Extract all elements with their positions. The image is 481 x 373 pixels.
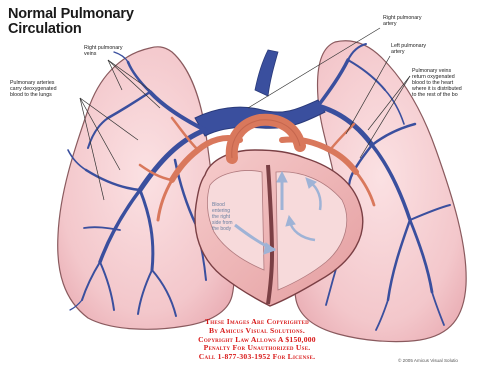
credit-text: © 2005 Amicus Visual Solutio	[398, 358, 458, 363]
label-line: to the rest of the bo	[412, 92, 462, 98]
title-line-2: Circulation	[8, 22, 134, 37]
label-pulmonary-arteries: Pulmonary arteries carry deoxygenated bl…	[10, 80, 57, 98]
label-right-pulmonary-veins: Right pulmonary veins	[84, 45, 123, 57]
label-line: blood to the lungs	[10, 92, 57, 98]
diagram-title: Normal Pulmonary Circulation	[8, 7, 134, 37]
label-pulmonary-veins-return: Pulmonary veins return oxygenated blood …	[412, 68, 462, 98]
label-line: the body	[212, 226, 233, 232]
copyright-notice: These Images Are Copyrighted By Amicus V…	[142, 318, 372, 362]
label-line: veins	[84, 51, 123, 57]
label-left-pulmonary-artery: Left pulmonary artery	[391, 43, 426, 55]
label-line: artery	[391, 49, 426, 55]
label-right-pulmonary-artery: Right pulmonary artery	[383, 15, 422, 27]
title-line-1: Normal Pulmonary	[8, 7, 134, 22]
label-line: artery	[383, 21, 422, 27]
copyright-line: Call 1-877-303-1952 For License.	[142, 353, 372, 362]
label-blood-entering: Blood entering the right side from the b…	[212, 202, 233, 232]
